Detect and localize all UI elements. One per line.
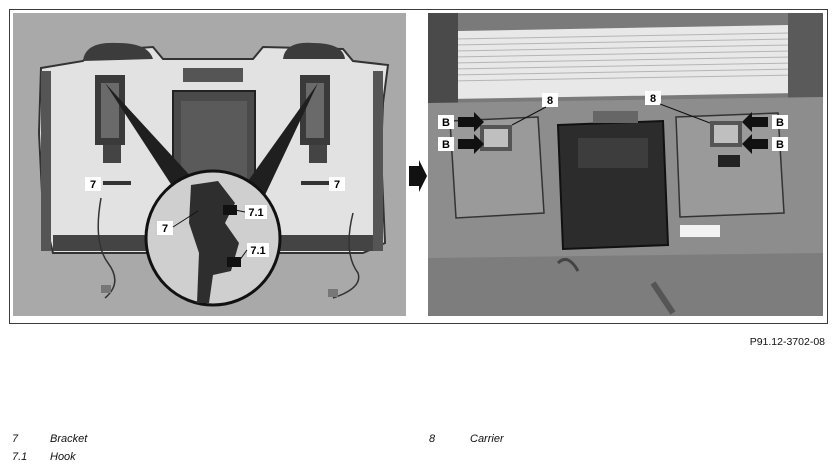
label-b1: B — [442, 117, 450, 129]
legend-code-7: 7 — [12, 433, 19, 445]
legend-label-carrier: Carrier — [470, 433, 504, 445]
label-7-left: 7 — [90, 179, 96, 191]
figure-reference: P91.12-3702-08 — [749, 336, 825, 348]
left-bracket — [95, 75, 125, 163]
legend-label-bracket: Bracket — [50, 433, 88, 445]
label-7-zoom: 7 — [162, 223, 168, 235]
arrow-b2-icon — [458, 134, 484, 154]
right-arrow-icon — [409, 160, 427, 192]
label-8-left: 8 — [547, 95, 553, 107]
legend-label-hook: Hook — [50, 451, 76, 463]
label-b2: B — [442, 139, 450, 151]
bracket-zoom-detail — [189, 181, 241, 303]
label-b3: B — [776, 117, 784, 129]
legend-code-8: 8 — [429, 433, 436, 445]
label-7-right: 7 — [334, 179, 340, 191]
arrow-b3-icon — [742, 112, 768, 132]
legend-code-7-1: 7.1 — [12, 451, 28, 463]
vehicle-floor-photo: B B B B 8 8 — [428, 13, 823, 316]
label-8-right: 8 — [650, 93, 656, 105]
arrow-b4-icon — [742, 134, 768, 154]
label-7-1-upper: 7.1 — [248, 207, 263, 219]
label-b4: B — [776, 139, 784, 151]
label-7-1-lower: 7.1 — [250, 245, 265, 257]
seat-backrest-photo: 7 7 7 7.1 7.1 — [13, 13, 406, 316]
arrow-b1-icon — [458, 112, 484, 132]
